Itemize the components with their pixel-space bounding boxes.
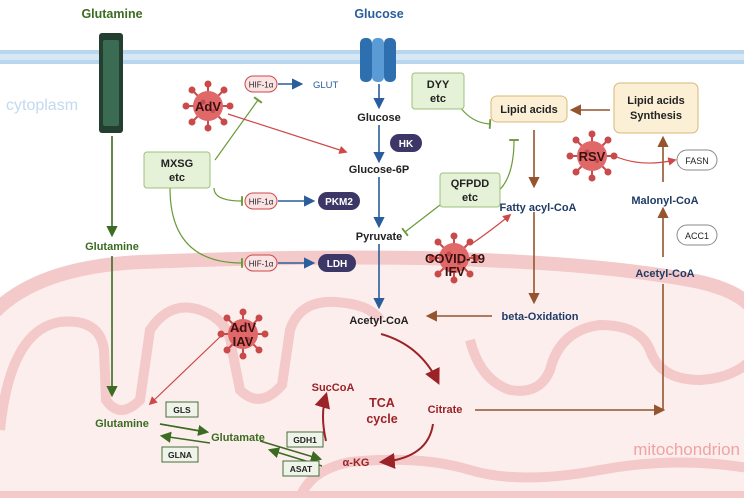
glutamine-mito-label: Glutamine [95,418,149,430]
glucose-6p-label: Glucose-6P [349,164,410,176]
hif1-pill-glut: HIF-1α [244,75,278,93]
glna-enzyme: GLNA [161,446,199,463]
svg-text:LDH: LDH [327,259,348,270]
svg-text:ASAT: ASAT [290,464,313,474]
lipid-synthesis-box: Lipid acids Synthesis [613,82,699,134]
acetyl-coa-cyto-label: Acetyl-CoA [635,268,694,280]
svg-text:GDH1: GDH1 [293,435,317,445]
svg-text:IAV: IAV [233,334,254,349]
glycolysis-arrows [278,78,385,310]
adv-iav-virus: AdV IAV [216,307,270,361]
svg-text:COVID-19: COVID-19 [425,251,485,266]
svg-text:etc: etc [430,93,446,105]
glutamine-extracellular-label: Glutamine [81,7,142,21]
glutamine-cyto-label: Glutamine [85,241,139,253]
acc1-enzyme: ACC1 [676,224,718,246]
svg-text:HK: HK [399,139,414,150]
mxsg-inhibitions [169,80,519,268]
gls-enzyme: GLS [165,401,199,418]
svg-text:FASN: FASN [685,156,709,166]
svg-text:AdV: AdV [195,99,221,114]
svg-text:HIF-1α: HIF-1α [249,198,274,207]
glucose-extracellular-label: Glucose [354,7,403,21]
svg-text:Synthesis: Synthesis [630,110,682,122]
pyruvate-label: Pyruvate [356,231,402,243]
qfpdd-drug-box: QFPDD etc [439,172,501,208]
hif1-pill-ldh: HIF-1α [244,254,278,272]
mitochondrion-label: mitochondrion [633,440,740,459]
glucose-label: Glucose [357,112,400,124]
akg-label: α-KG [343,457,370,469]
lipid-acids-box: Lipid acids [490,95,568,123]
svg-text:GLNA: GLNA [168,450,192,460]
fasn-enzyme: FASN [676,149,718,171]
tca-label-line1: TCA [369,396,395,410]
glut-label: GLUT [313,80,339,91]
svg-text:HIF-1α: HIF-1α [249,260,274,269]
glut-channel [360,38,396,82]
pkm2-enzyme: PKM2 [318,192,360,210]
svg-text:ACC1: ACC1 [685,231,709,241]
svg-text:HIF-1α: HIF-1α [249,81,274,90]
glutamine-transporter [99,33,123,133]
mitochondrion-shape [0,250,744,498]
adv-virus: AdV [181,79,235,133]
hk-enzyme: HK [390,134,422,152]
svg-text:etc: etc [462,192,478,204]
rsv-virus: RSV [565,129,619,183]
svg-text:RSV: RSV [579,149,606,164]
glutamate-label: Glutamate [211,432,265,444]
svg-text:PKM2: PKM2 [325,197,353,208]
svg-text:DYY: DYY [427,79,450,91]
svg-text:Lipid acids: Lipid acids [627,95,684,107]
svg-text:AdV: AdV [230,320,256,335]
cytoplasm-label: cytoplasm [6,97,78,114]
succoa-label: SucCoA [312,382,355,394]
citrate-label: Citrate [428,404,463,416]
tca-label-line2: cycle [366,412,397,426]
fatty-acyl-coa-label: Fatty acyl-CoA [499,202,576,214]
svg-text:QFPDD: QFPDD [451,178,490,190]
svg-text:etc: etc [169,172,185,184]
mxsg-drug-box: MXSG etc [143,151,211,189]
dyy-drug-box: DYY etc [411,72,465,110]
acetyl-coa-mito-label: Acetyl-CoA [349,315,408,327]
asat-enzyme: ASAT [282,460,320,477]
gdh1-enzyme: GDH1 [286,431,324,448]
hif1-pill-pkm2: HIF-1α [244,192,278,210]
beta-oxidation-label: beta-Oxidation [501,311,578,323]
svg-text:Lipid acids: Lipid acids [500,104,557,116]
ldh-enzyme: LDH [318,254,356,272]
svg-text:MXSG: MXSG [161,158,193,170]
covid-ifv-virus: COVID-19 IFV [425,231,485,285]
malonyl-coa-label: Malonyl-CoA [631,195,698,207]
tca-cycle-arrows [314,333,440,469]
svg-text:IFV: IFV [445,264,466,279]
lipid-arrows [425,104,669,416]
svg-text:GLS: GLS [173,405,191,415]
